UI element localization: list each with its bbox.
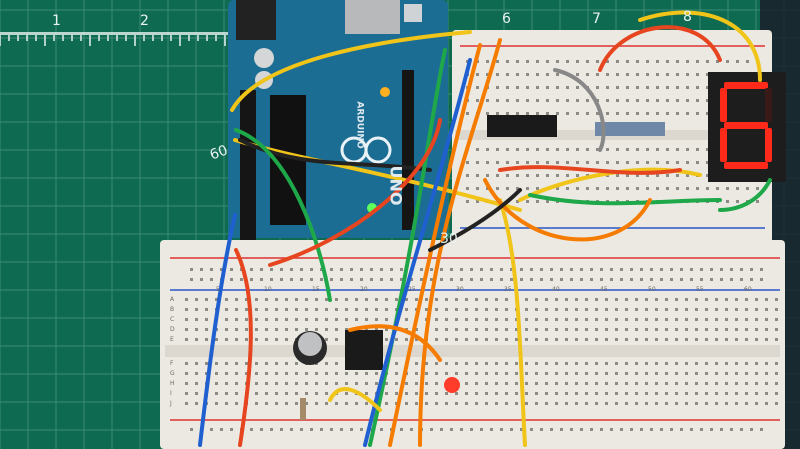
breadboard-column-number: 30 [456, 286, 464, 293]
wire-22 [348, 324, 442, 362]
wire-21 [328, 387, 382, 412]
breadboard-row-letter: F [170, 360, 174, 367]
breadboard-row-letter: E [170, 336, 174, 343]
main-breadboard [160, 240, 785, 449]
ruler-number-2: 2 [140, 13, 149, 29]
shift-register-chip [487, 115, 557, 137]
seven-segment-digit-area: 6 [716, 84, 778, 174]
seven-segment-digit: 6 [716, 84, 778, 174]
breadboard-row-letter: B [170, 306, 175, 313]
wire-4 [234, 128, 332, 302]
header-right [402, 70, 414, 230]
ruler-number-6: 6 [502, 11, 511, 27]
ruler-number-8: 8 [683, 9, 692, 25]
header-left [240, 90, 256, 240]
breadboard-column-number: 5 [216, 286, 220, 293]
breadboard-column-number: 15 [312, 286, 320, 293]
mat-ruler-line [0, 32, 240, 35]
resistor-bank [595, 122, 665, 136]
main-breadboard-body [160, 240, 785, 449]
wire-6 [388, 43, 482, 447]
breadboard-row-letter: G [170, 370, 175, 377]
breadboard-column-number: 60 [744, 286, 752, 293]
breadboard-column-number: 45 [600, 286, 608, 293]
wire-15 [528, 193, 722, 206]
red-led [444, 377, 460, 393]
arduino-model-text: UNO [386, 165, 406, 206]
wire-13 [598, 25, 722, 72]
power-jack [236, 0, 276, 40]
wire-1 [230, 30, 472, 112]
breadboard-row-letter: I [170, 390, 172, 397]
resistor [300, 398, 306, 420]
timer-chip [345, 330, 383, 370]
breadboard-row-letter: D [170, 326, 175, 333]
ruler-number-1: 1 [52, 13, 61, 29]
breadboard-column-number: 25 [408, 286, 416, 293]
wire-8 [198, 213, 237, 447]
wire-23 [428, 188, 522, 252]
breadboard-column-number: 20 [360, 286, 368, 293]
breadboard-column-number: 35 [504, 286, 512, 293]
arduino-board [228, 0, 448, 240]
breadboard-column-number: 50 [648, 286, 656, 293]
breadboard-row-letter: C [170, 316, 175, 323]
breadboard-row-letter: J [170, 400, 172, 407]
wire-7 [418, 38, 502, 447]
jumper-wires [198, 10, 772, 447]
breadboard-column-number: 10 [264, 286, 272, 293]
seven-segment-display [720, 82, 772, 169]
ruler-number-30: 30 [440, 231, 458, 247]
wire-19 [718, 178, 772, 212]
wire-20 [553, 68, 606, 152]
wire-16 [498, 165, 682, 175]
reset-button [404, 4, 422, 22]
mat-ruler-ticks [0, 35, 235, 46]
wire-12 [638, 10, 762, 82]
power-led [380, 87, 390, 97]
wire-11 [268, 118, 442, 267]
ruler-number-7: 7 [592, 11, 601, 27]
arduino-brand-text: ARDUINO [354, 101, 365, 149]
wire-3 [238, 138, 432, 172]
breadboard-column-number: 40 [552, 286, 560, 293]
wire-9 [363, 58, 472, 447]
wire-17 [498, 198, 527, 447]
breadboard-row-letter: H [170, 380, 175, 387]
breadboard-row-letter: A [170, 296, 175, 303]
wire-18 [483, 178, 652, 242]
breadboard-column-number: 55 [696, 286, 704, 293]
wire-10 [234, 248, 253, 447]
usb-port [345, 0, 400, 34]
capacitor-1 [254, 48, 274, 68]
